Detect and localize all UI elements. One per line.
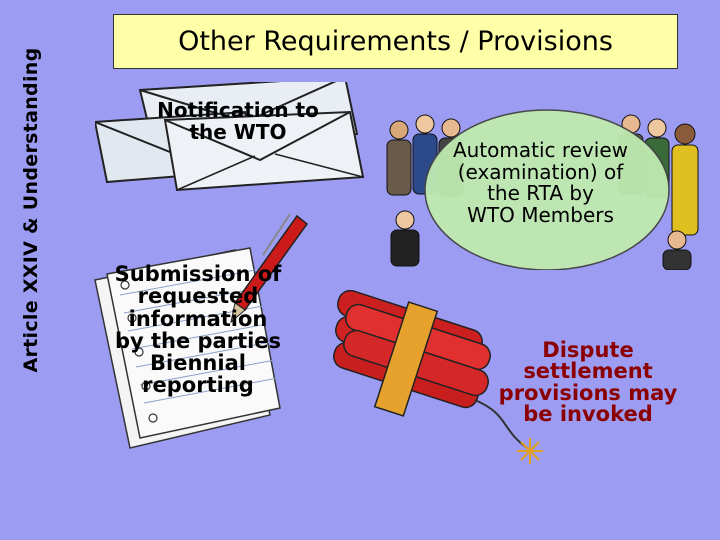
notification-label: Notification to the WTO [157, 98, 319, 144]
submission-line: requested [137, 284, 259, 309]
page-title: Other Requirements / Provisions [178, 26, 613, 57]
dispute-line: settlement [523, 359, 653, 384]
dispute-line: be invoked [523, 402, 653, 427]
title-box: Other Requirements / Provisions [113, 14, 678, 69]
dispute-line: provisions may [498, 380, 678, 405]
submission-line: information [128, 306, 268, 331]
dispute-line: Dispute [542, 338, 634, 362]
person-lower-right [662, 230, 692, 270]
side-title: Article XXIV & Understanding [6, 0, 56, 420]
person-lower-left [390, 210, 420, 267]
submission-text: Submission of requested information by t… [98, 263, 298, 397]
paper-pen-illustration [94, 213, 309, 449]
paper-stack [94, 247, 281, 449]
side-title-text: Article XXIV & Understanding [20, 47, 42, 373]
submission-line: reporting [142, 373, 254, 398]
review-ellipse [424, 109, 670, 270]
review-line: the RTA by [487, 181, 594, 206]
submission-line: by the parties [114, 328, 282, 353]
pen-icon [230, 213, 309, 324]
person-left-1 [386, 120, 412, 196]
people-illustration [386, 109, 699, 270]
review-line: WTO Members [467, 202, 614, 227]
dynamite-illustration [333, 290, 543, 464]
review-line: Automatic review [452, 138, 629, 162]
submission-line: Biennial [150, 351, 246, 375]
dispute-text: Dispute settlement provisions may be inv… [483, 338, 693, 427]
person-right-3 [671, 123, 699, 236]
dynamite-bundle [333, 290, 491, 417]
review-text: Automatic review (examination) of the RT… [418, 138, 663, 227]
envelopes-illustration [95, 82, 365, 192]
review-line: (examination) of [457, 159, 624, 184]
envelope-front [163, 110, 365, 192]
spark-icon [517, 438, 543, 464]
submission-line: Submission of [114, 262, 282, 286]
